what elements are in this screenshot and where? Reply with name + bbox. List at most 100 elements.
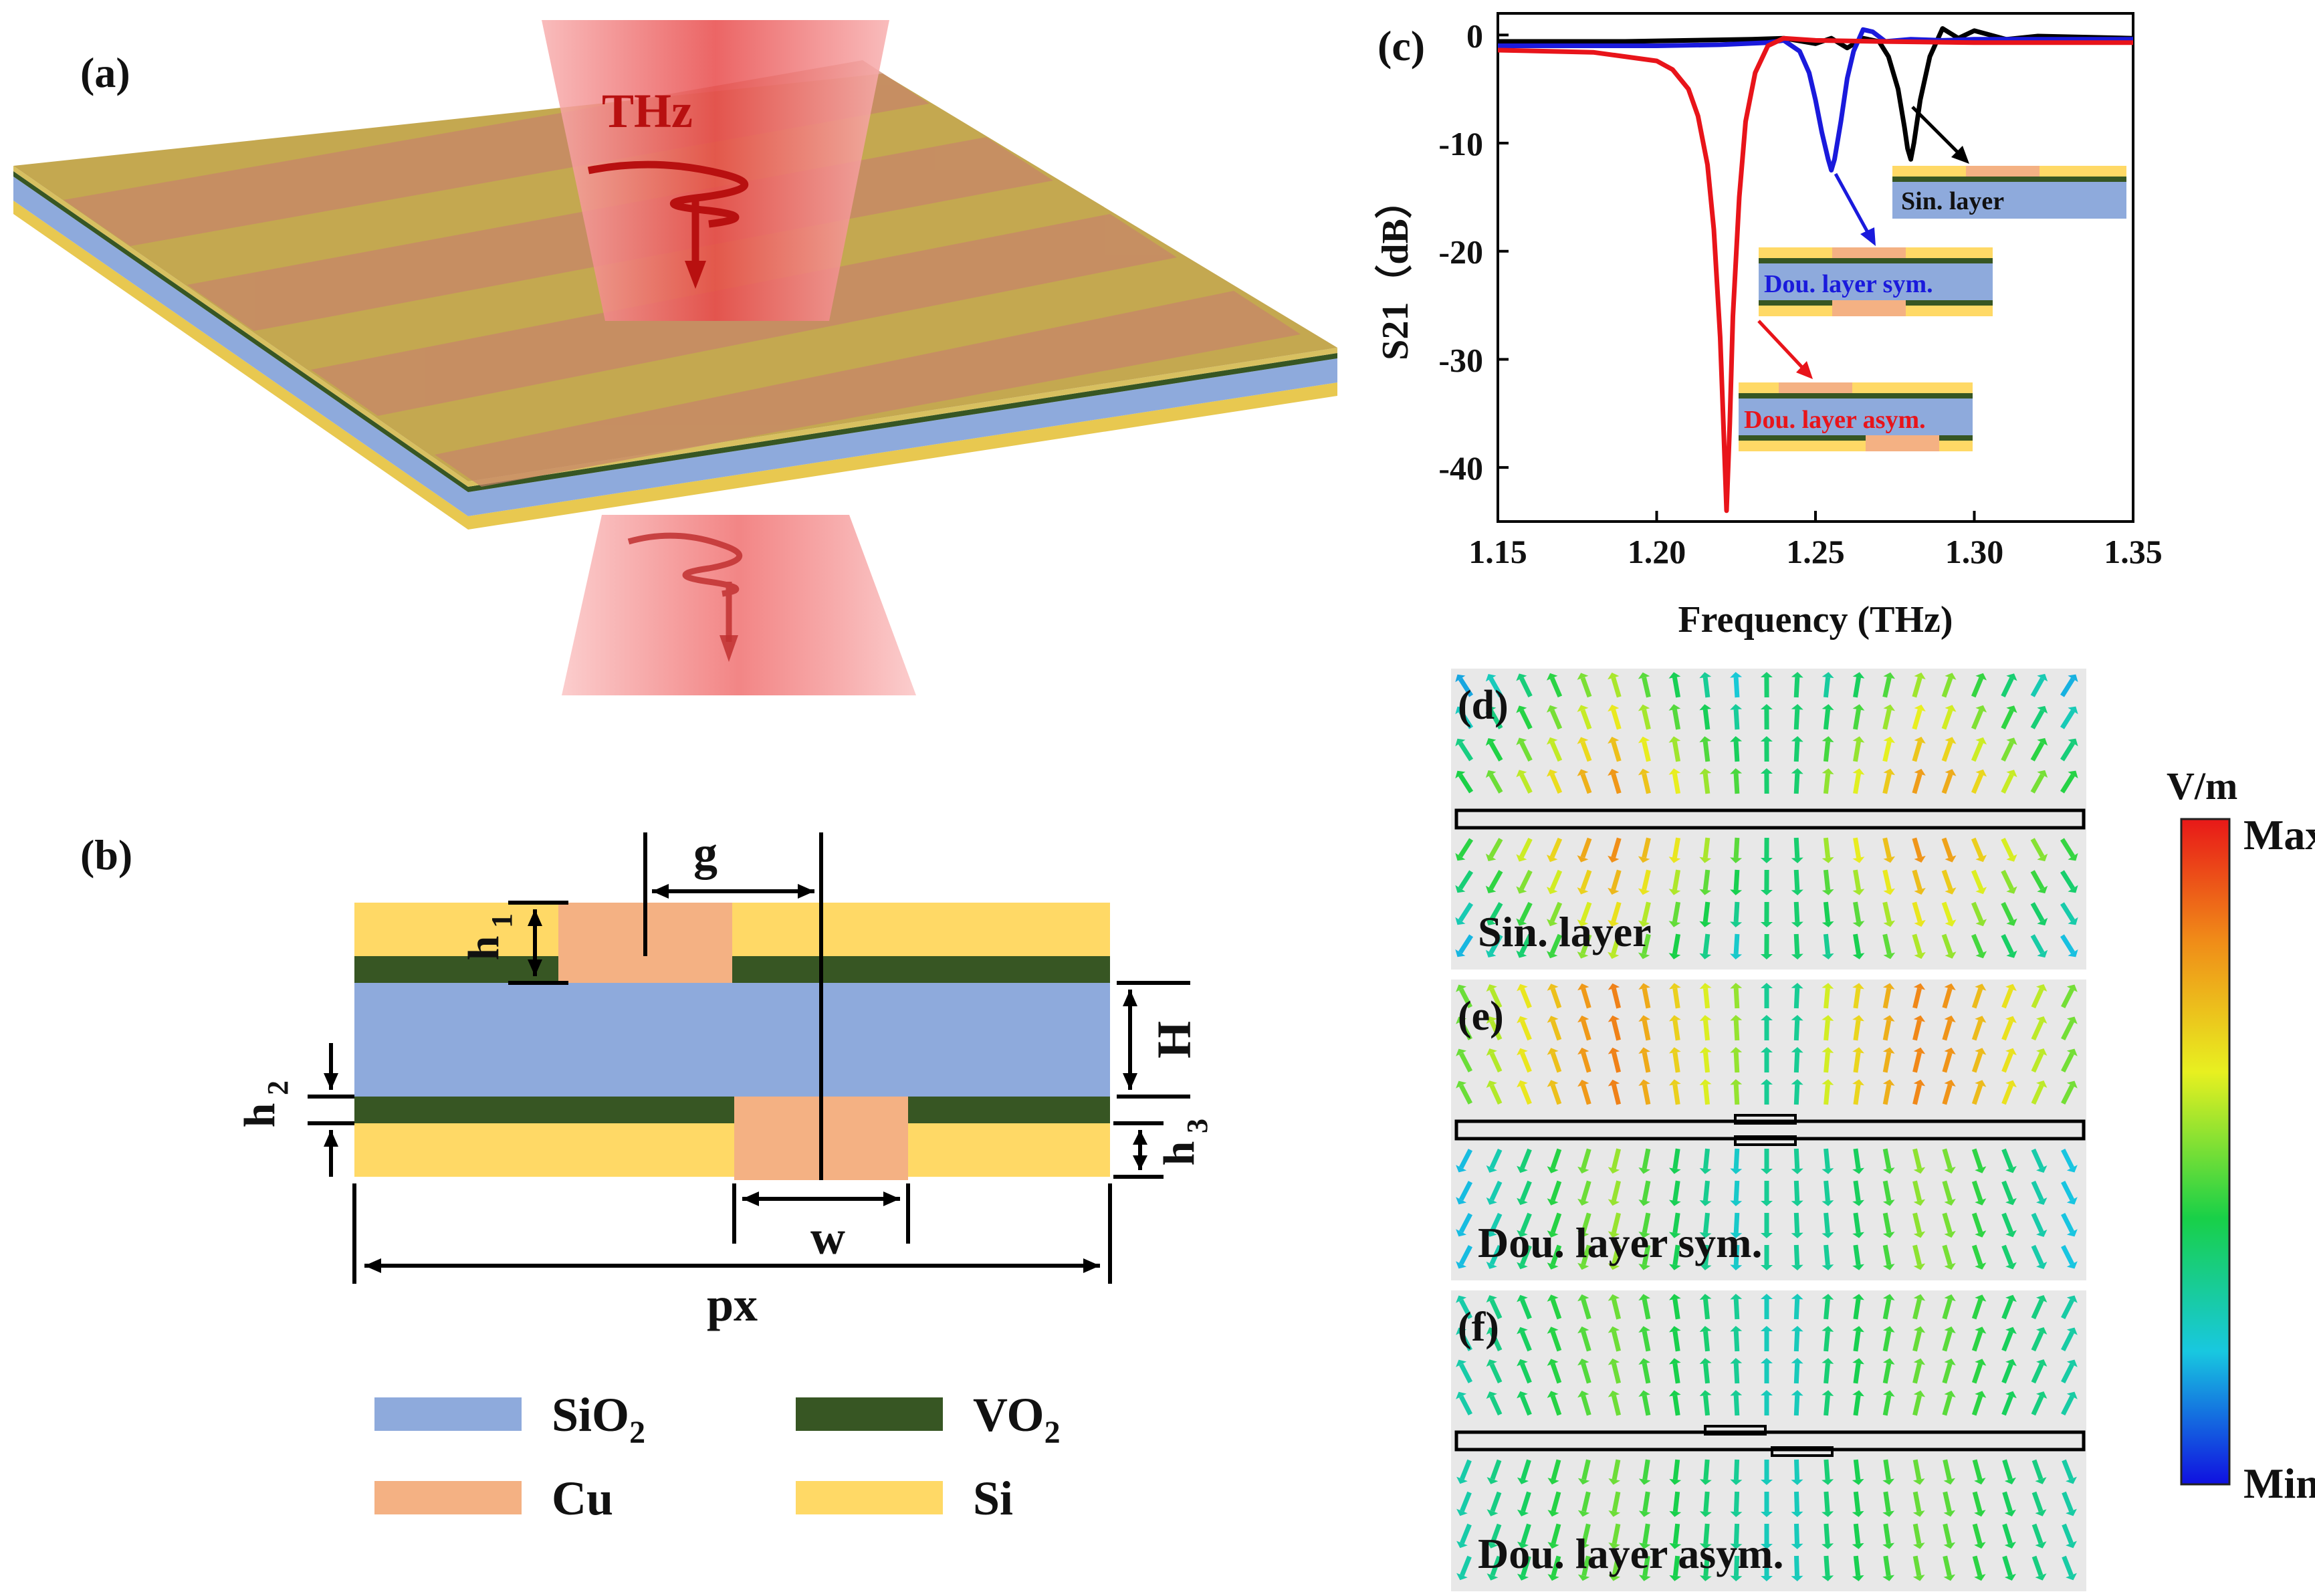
field-vector-head <box>1486 1016 1497 1024</box>
field-vector <box>2030 870 2045 890</box>
field-vector-head <box>1882 1510 1895 1517</box>
field-vector-head <box>2005 1198 2017 1206</box>
field-vector <box>1550 1395 1562 1416</box>
field-vector <box>1702 837 1711 859</box>
field-vector <box>1824 1052 1830 1073</box>
field-vector <box>1972 1523 1983 1545</box>
field-vector-head <box>2068 885 2078 893</box>
field-vector <box>1489 1212 1503 1234</box>
field-vector-head <box>1852 889 1865 895</box>
field-vector-head <box>1761 1294 1773 1299</box>
slab-sio2 <box>13 177 1337 516</box>
dim-px-label: px <box>707 1278 758 1331</box>
field-vector <box>1882 773 1892 794</box>
field-vector <box>2031 1020 2044 1041</box>
field-vector-head <box>1761 1201 1773 1206</box>
field-vector-head <box>2036 1080 2048 1088</box>
field-vector-head <box>1577 983 1589 991</box>
field-vector <box>1971 1084 1983 1105</box>
field-vector <box>1971 709 1984 730</box>
field-vector-head <box>1791 1543 1803 1549</box>
field-vector-head <box>1608 1575 1620 1581</box>
field-vector <box>1733 1491 1740 1512</box>
field-vector-head <box>2066 1016 2078 1024</box>
field-vector-head <box>1913 1079 1926 1087</box>
field-vector-head <box>1912 1510 1925 1517</box>
field-vector <box>1941 837 1953 859</box>
field-vector-head <box>1699 1511 1712 1517</box>
field-vector-head <box>1943 1574 1956 1581</box>
field-vector-head <box>1456 1508 1468 1516</box>
field-vector-head <box>1944 1166 1956 1174</box>
field-vector <box>2030 742 2045 762</box>
field-vector-head <box>1730 1079 1743 1085</box>
field-vector <box>1853 741 1861 762</box>
field-vector-head <box>1761 1079 1773 1085</box>
field-vector <box>1549 677 1563 698</box>
field-vector <box>1702 741 1711 762</box>
field-vector <box>1882 1180 1892 1202</box>
field-vector <box>1519 773 1533 794</box>
field-vector-head <box>1699 1168 1712 1174</box>
field-vector-head <box>1608 1079 1620 1087</box>
field-vector <box>1912 1052 1922 1073</box>
field-vector <box>1672 988 1680 1009</box>
field-vector-head <box>1791 672 1803 678</box>
field-vector <box>1489 870 1503 890</box>
field-vector <box>1824 1331 1830 1352</box>
field-vector-head <box>1852 736 1865 743</box>
field-vector-head <box>1456 1327 1467 1335</box>
field-vector-head <box>1730 1479 1743 1485</box>
field-vector-head <box>1668 889 1681 895</box>
field-vector-head <box>1547 1230 1559 1238</box>
field-vector-head <box>2068 738 2078 747</box>
field-vector-head <box>1608 1326 1620 1333</box>
field-vector <box>1642 1052 1651 1073</box>
panel-b: (b) <box>80 826 1214 1525</box>
field-vector-head <box>1547 1391 1559 1398</box>
field-vector <box>1733 1148 1740 1169</box>
field-vector <box>1550 1244 1562 1266</box>
field-vector <box>2031 1459 2044 1480</box>
field-vector <box>1580 773 1592 794</box>
field-vector-head <box>1822 1479 1834 1485</box>
field-vector <box>1733 1298 1740 1320</box>
field-vector <box>1882 933 1892 955</box>
field-vector <box>1642 1395 1651 1416</box>
field-vector-head <box>1517 1391 1528 1399</box>
field-vector-head <box>1608 1510 1620 1517</box>
field-vector <box>1489 774 1503 794</box>
field-vector-head <box>1699 672 1712 679</box>
field-vector <box>1642 677 1651 698</box>
field-vector-head <box>1516 737 1527 746</box>
field-vector-head <box>2068 706 2078 715</box>
field-vector-head <box>2066 1391 2078 1399</box>
field-vector <box>1793 677 1800 698</box>
field-vector <box>1642 901 1651 923</box>
field-vector <box>1733 1363 1740 1384</box>
field-vector <box>1489 1052 1503 1073</box>
field-vector <box>2060 677 2075 697</box>
inset-sin-layer: Sin. layer <box>1892 166 2126 219</box>
field-vector <box>2001 988 2013 1009</box>
field-vector <box>1733 1331 1740 1352</box>
field-vector <box>1971 741 1984 762</box>
field-vector <box>1581 1212 1591 1234</box>
field-vector <box>1793 988 1800 1009</box>
field-vector <box>1490 1523 1502 1545</box>
field-vector <box>1853 988 1861 1009</box>
field-vector-head <box>1761 1576 1773 1581</box>
field-vector-head <box>1822 857 1834 863</box>
field-vector <box>1550 1212 1562 1234</box>
field-arrows-f <box>1456 1294 2078 1581</box>
field-vector-head <box>1608 919 1620 927</box>
field-vector <box>1612 1395 1621 1416</box>
field-vector <box>1912 1148 1922 1169</box>
field-vector <box>1912 837 1922 859</box>
field-vector <box>1489 1020 1503 1041</box>
field-vector <box>1672 677 1681 698</box>
field-vector <box>1912 741 1922 762</box>
field-vector-head <box>1577 737 1589 744</box>
field-vector <box>1823 933 1831 955</box>
field-vector <box>2001 1052 2013 1073</box>
